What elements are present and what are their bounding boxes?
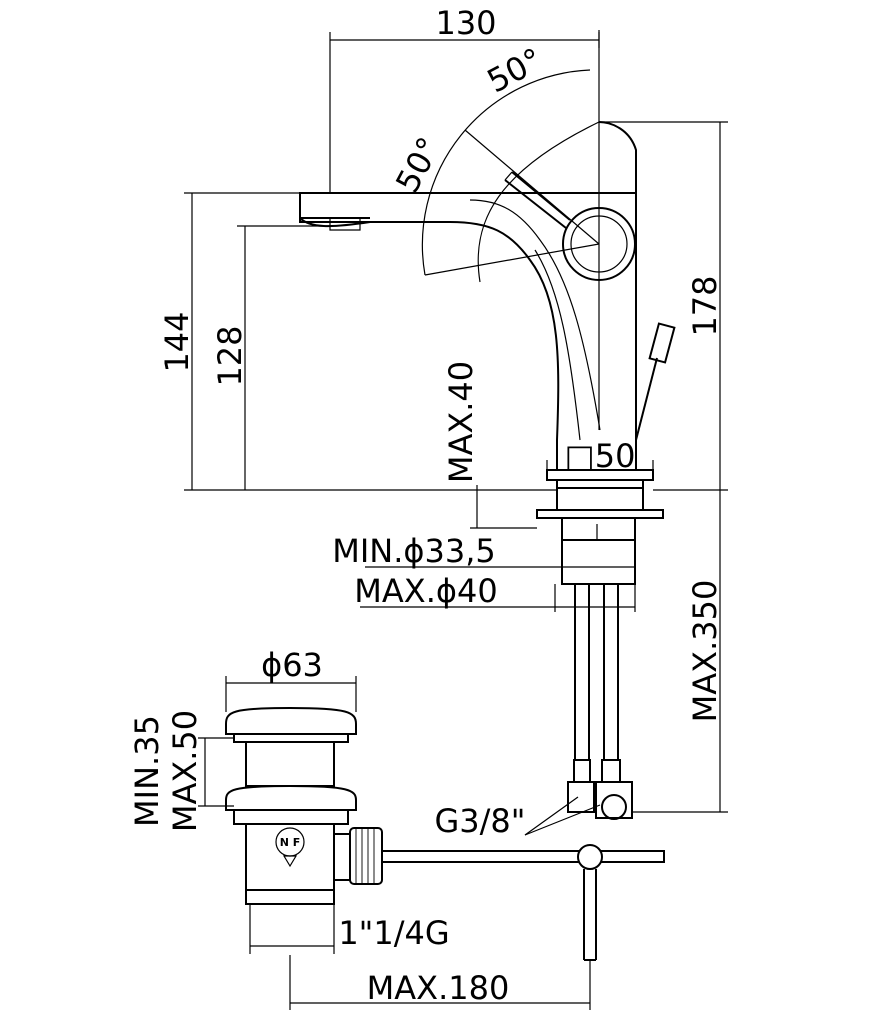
label-waste-thread: 1"1/4G	[338, 914, 449, 952]
pull-rod-line	[635, 357, 658, 441]
waste-rod	[381, 850, 665, 863]
label-hole-min: MIN.ϕ33,5	[332, 532, 496, 570]
lever-ring-outer	[562, 207, 636, 281]
rotation-arcs	[421, 69, 600, 276]
angle-arc-outer	[421, 69, 591, 276]
thread-lines	[355, 828, 375, 884]
waste-stem	[245, 741, 335, 787]
hose-nut-left	[567, 781, 595, 813]
pull-rod-knob	[648, 322, 676, 364]
deck-washer	[536, 509, 664, 519]
lever-ring-inner	[570, 215, 628, 273]
angle-ray-upper	[464, 129, 600, 245]
waste-nut	[233, 809, 349, 825]
waste-body	[245, 823, 335, 891]
neck-curve-1	[477, 121, 600, 283]
aerator-outlet	[329, 218, 361, 231]
hose-left	[574, 584, 590, 760]
label-base-square: □50	[565, 437, 636, 475]
dimension-labels: 130 50° 50° 178 144 128 MAX.40 □50 MIN.ϕ…	[128, 4, 724, 1007]
waste-cap-base	[233, 733, 349, 743]
label-height-144: 144	[158, 311, 196, 372]
lever-arm-top	[511, 171, 571, 221]
label-waste-max50: MAX.50	[166, 710, 204, 832]
neck-curve-3	[534, 249, 581, 441]
nf-triangle	[282, 855, 298, 868]
pop-up-waste: N F	[225, 706, 665, 961]
label-hose-thread: G3/8"	[434, 802, 525, 840]
label-angle-lower: 50°	[388, 131, 448, 199]
label-hole-max: MAX.ϕ40	[354, 572, 497, 610]
neck-curve-2	[469, 199, 601, 431]
waste-flange	[225, 784, 357, 811]
base-ring	[556, 479, 644, 489]
label-waste-phi63: ϕ63	[261, 646, 323, 684]
hose-nut-right	[595, 781, 633, 819]
hose-right	[603, 584, 619, 760]
label-waste-min35: MIN.35	[128, 715, 166, 827]
waste-side-nut	[349, 827, 383, 885]
deck-collar	[556, 487, 644, 511]
hose-fitting-left	[573, 759, 591, 783]
hose-fitting-right	[601, 759, 621, 783]
faucet-body-outline	[299, 121, 637, 471]
label-deck-max40: MAX.40	[442, 361, 480, 483]
leader-g38-1	[524, 796, 579, 836]
lever-tip	[504, 171, 513, 181]
label-width-130: 130	[435, 4, 496, 42]
nf-mark-text: N F	[280, 836, 301, 849]
label-angle-upper: 50°	[481, 40, 549, 100]
lever-handle	[504, 171, 636, 281]
label-height-178: 178	[686, 275, 724, 336]
waste-side-port	[333, 833, 351, 881]
angle-ray-lower	[424, 243, 600, 276]
label-hose-max350: MAX.350	[686, 580, 724, 723]
pull-rod	[635, 322, 676, 441]
label-height-128: 128	[211, 325, 249, 386]
base-flange	[536, 469, 664, 820]
lock-nut	[561, 539, 636, 585]
lever-arm-bottom	[504, 179, 567, 229]
label-rod-max180: MAX.180	[367, 969, 510, 1007]
waste-cap	[225, 706, 357, 735]
waste-tail	[245, 889, 335, 905]
dimension-lines	[184, 32, 728, 1010]
leader-g38-2	[524, 804, 601, 836]
rod-clip	[577, 844, 603, 870]
lock-nut-upper	[561, 518, 636, 541]
hose-end-right	[601, 794, 627, 820]
